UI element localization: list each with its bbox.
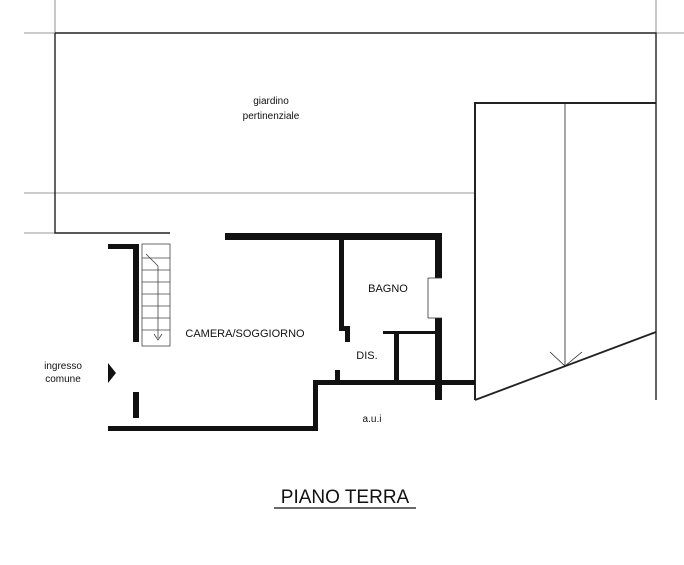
staircase xyxy=(141,243,171,347)
plan-title: PIANO TERRA xyxy=(281,487,410,508)
windows xyxy=(427,277,442,319)
walls xyxy=(108,233,475,431)
annex xyxy=(474,102,657,401)
garden-label-line2: pertinenziale xyxy=(243,111,300,122)
context-lines xyxy=(24,0,684,234)
room-label-bagno: BAGNO xyxy=(368,283,408,295)
entrance-label-line1: ingresso xyxy=(44,361,82,372)
room-label-dis: DIS. xyxy=(356,350,377,362)
garden-label-line1: giardino xyxy=(253,96,289,107)
entrance-label-line2: comune xyxy=(45,374,81,385)
garden-boundary xyxy=(54,32,657,400)
neighbor-label-aui: a.u.i xyxy=(363,414,382,425)
entrance-arrow-icon xyxy=(108,363,116,383)
room-label-camera-soggiorno: CAMERA/SOGGIORNO xyxy=(185,328,305,340)
